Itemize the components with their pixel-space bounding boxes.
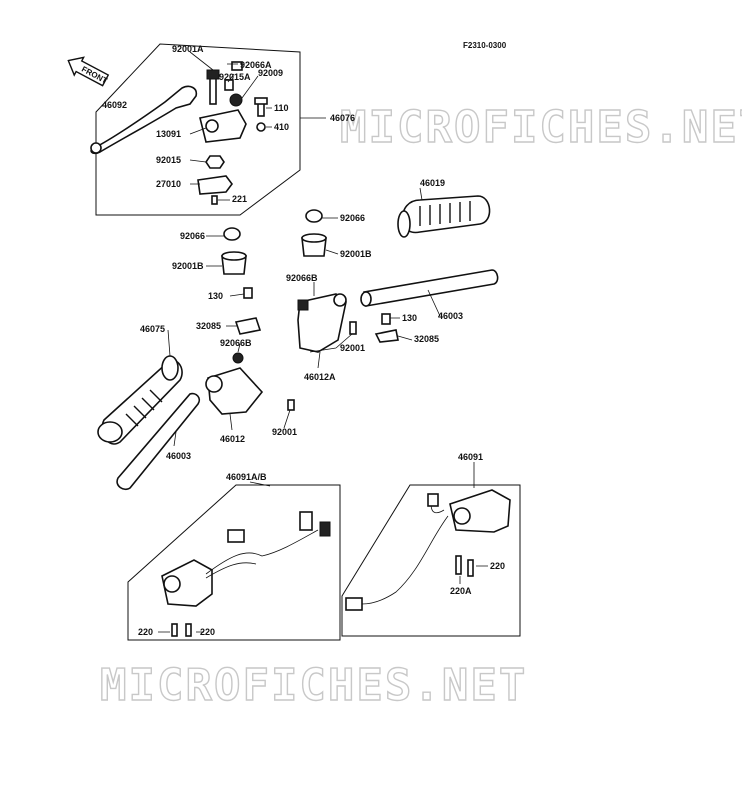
screw-220-left1 (171, 623, 178, 637)
bolt-92001A (209, 77, 217, 105)
label-220-right: 220 (490, 561, 505, 571)
leaders-switch-left (158, 481, 271, 633)
switch-left-group-outline (127, 484, 341, 641)
leaders-switch-right (459, 462, 488, 584)
label-46012A: 46012A (304, 372, 336, 382)
switch-27010 (197, 175, 233, 195)
screw-220A (455, 555, 462, 575)
label-221: 221 (232, 194, 247, 204)
label-46091: 46091 (458, 452, 483, 462)
plug-92066B-right (297, 299, 309, 311)
body-bore (205, 119, 219, 133)
label-92009: 92009 (258, 68, 283, 78)
bolt-110-head (254, 97, 268, 105)
clip-32085-right (374, 329, 399, 343)
clip-32085-left (234, 317, 262, 335)
grip-46019 (397, 195, 491, 238)
label-13091: 13091 (156, 129, 181, 139)
label-92066-left: 92066 (180, 231, 205, 241)
label-92066-right: 92066 (340, 213, 365, 223)
reference-code: F2310-0300 (463, 41, 507, 50)
lever-group-outline (95, 43, 301, 216)
cap-92066-right (305, 209, 323, 223)
label-32085-right: 32085 (414, 334, 439, 344)
label-92066B-left: 92066B (220, 338, 252, 348)
switch-46091AB (161, 511, 331, 607)
label-130-right: 130 (402, 313, 417, 323)
label-130-left: 130 (208, 291, 223, 301)
label-92015: 92015 (156, 155, 181, 165)
housing-46012A-boss (333, 293, 347, 307)
label-220-left2: 220 (200, 627, 215, 637)
nut-92001B-left-top (221, 251, 247, 261)
label-110: 110 (274, 103, 289, 113)
cap-92066A (231, 61, 243, 71)
watermark-bottom: MICROFICHES.NET (100, 660, 527, 711)
screw-220-left2 (185, 623, 192, 637)
throttle-tube-right (363, 269, 499, 307)
screw-92001-right (349, 321, 357, 335)
label-32085-left: 32085 (196, 321, 221, 331)
housing-46012-boss (205, 375, 223, 393)
throttle-tube-right-end (360, 291, 372, 307)
screw-221 (211, 195, 218, 205)
label-92001A: 92001A (172, 44, 204, 54)
front-arrow-icon: FRONT (67, 56, 110, 87)
switch-right-group-outline (341, 484, 521, 637)
spring-92009 (229, 93, 243, 107)
label-46076: 46076 (330, 113, 355, 123)
master-cylinder-body (199, 109, 247, 143)
label-92001-right: 92001 (340, 343, 365, 353)
label-46091AB: 46091A/B (226, 472, 267, 482)
label-220A: 220A (450, 586, 472, 596)
watermark-top: MICROFICHES.NET (340, 102, 742, 153)
label-92001B-left: 92001B (172, 261, 204, 271)
nut-92001B-right-top (301, 233, 327, 243)
bolt-130-left (243, 287, 253, 299)
label-27010: 27010 (156, 179, 181, 189)
leaders-lever-group (189, 51, 326, 201)
plug-92066B-left (232, 352, 244, 364)
label-410: 410 (274, 122, 289, 132)
label-92001B-right: 92001B (340, 249, 372, 259)
cap-92066-left (223, 227, 241, 241)
label-92066B-right: 92066B (286, 273, 318, 283)
label-46012: 46012 (220, 434, 245, 444)
label-220-left1: 220 (138, 627, 153, 637)
switch-46091 (345, 489, 511, 611)
leaders-middle (167, 187, 441, 447)
label-46003-right: 46003 (438, 311, 463, 321)
nut-92015 (205, 155, 225, 169)
label-92001-left: 92001 (272, 427, 297, 437)
lever-tip (90, 142, 102, 154)
label-92066A: 92066A (240, 60, 272, 70)
label-46003-left: 46003 (166, 451, 191, 461)
label-46019: 46019 (420, 178, 445, 188)
throttle-tube-left (116, 392, 201, 491)
grip-46075 (97, 355, 183, 445)
screw-220-right (467, 559, 474, 577)
label-46075: 46075 (140, 324, 165, 334)
brake-lever (90, 85, 198, 155)
label-92015A: 92015A (219, 72, 251, 82)
bolt-130-right (381, 313, 391, 325)
label-46092: 46092 (102, 100, 127, 110)
washer-410 (256, 122, 266, 132)
bolt-head (206, 69, 220, 80)
screw-92001-left (287, 399, 295, 411)
